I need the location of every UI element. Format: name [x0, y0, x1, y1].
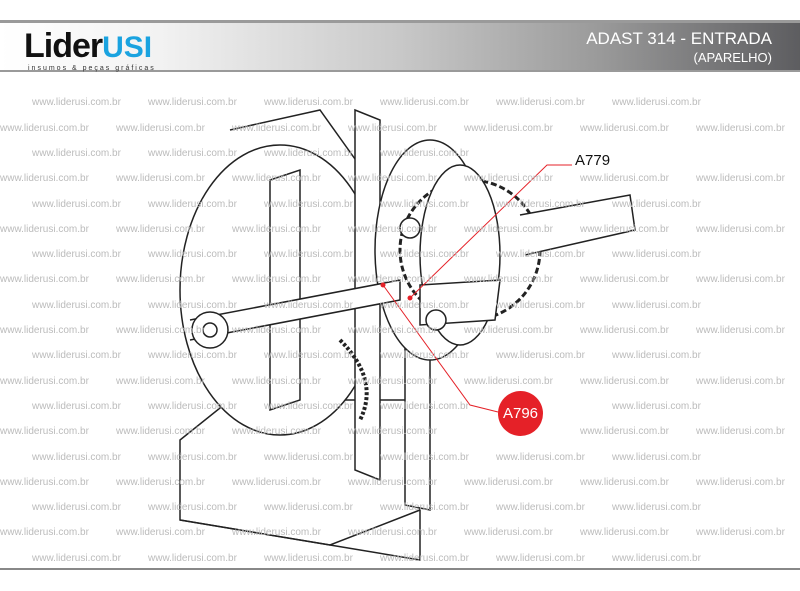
- callout-a779: A779: [573, 152, 613, 169]
- logo-main: Lider: [24, 27, 103, 65]
- bottom-divider: [0, 568, 800, 570]
- subtitle: (APARELHO): [693, 50, 773, 65]
- title: ADAST 314 - ENTRADA: [586, 29, 772, 48]
- header-bar: LiderUSI insumos & peças gráficas ADAST …: [0, 20, 800, 72]
- logo-accent: USI: [102, 31, 153, 64]
- logo: LiderUSI insumos & peças gráficas: [24, 27, 154, 72]
- callout-a796: A796: [498, 391, 543, 436]
- logo-tagline: insumos & peças gráficas: [28, 65, 156, 72]
- page-title: ADAST 314 - ENTRADA (APARELHO): [586, 29, 772, 67]
